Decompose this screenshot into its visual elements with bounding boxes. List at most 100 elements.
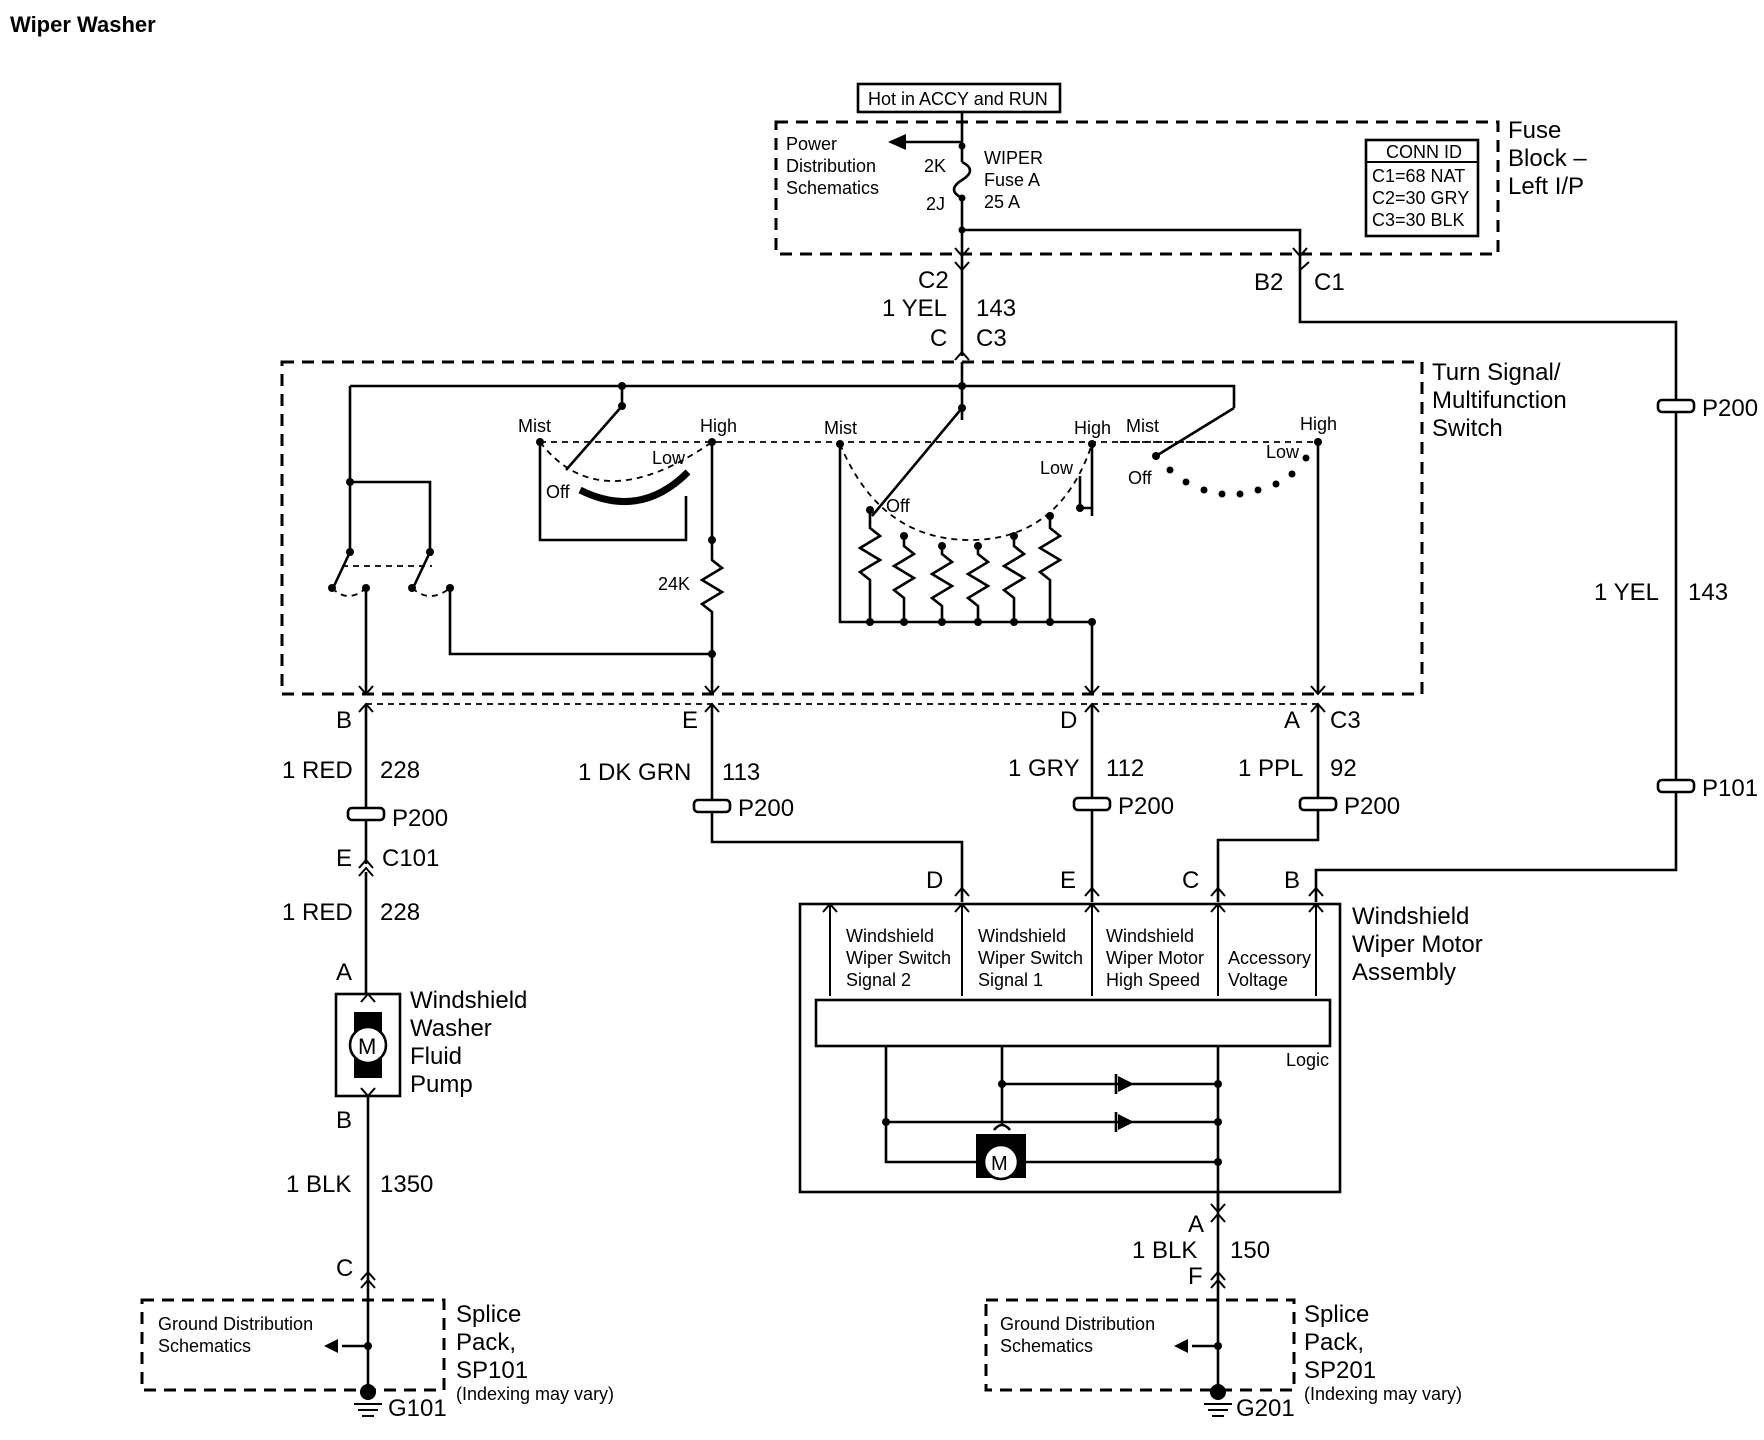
switch-name-3: Switch <box>1432 415 1503 442</box>
pump-ground-circuit: 1350 <box>380 1171 433 1198</box>
motor-c-label: C <box>1182 867 1199 894</box>
washer-b-circuit: 228 <box>380 899 420 926</box>
sp201-name-3: SP201 <box>1304 1357 1376 1384</box>
input-2-line-1: Windshield <box>978 926 1066 946</box>
washer-pump: M Windshield Washer Fluid Pump <box>334 987 527 1098</box>
right-feed-circuit: 143 <box>1688 579 1728 606</box>
sw-a-label: A <box>1284 707 1300 734</box>
input-3-line-1: Windshield <box>1106 926 1194 946</box>
g201-label: G201 <box>1236 1395 1295 1422</box>
sw1-high: High <box>700 416 737 436</box>
sp101-name-2: Pack, <box>456 1329 516 1356</box>
feed-circuit: 143 <box>976 295 1016 322</box>
gnd2-f-label: F <box>1188 1263 1203 1290</box>
input-3-line-2: Wiper Motor <box>1106 948 1204 968</box>
sw-e-label: E <box>682 707 698 734</box>
supply-label: Hot in ACCY and RUN <box>856 82 1062 114</box>
washer-a-circuit: 228 <box>380 757 420 784</box>
sw2-off: Off <box>886 496 911 516</box>
sw-c3-top-label: C3 <box>976 325 1007 352</box>
p101-passthrough <box>1656 778 1696 794</box>
pump-name-4: Pump <box>410 1071 473 1098</box>
p101-label: P101 <box>1702 775 1758 802</box>
sp101-name-1: Splice <box>456 1301 521 1328</box>
right-dotted-arc <box>1166 454 1310 498</box>
feed-wire: C2 1 YEL 143 C C3 <box>882 256 1016 361</box>
pump-ground-wire: B 1 BLK 1350 C <box>286 1096 433 1300</box>
motor-name-1: Windshield <box>1352 903 1469 930</box>
fb-c2-label: C2 <box>918 267 949 294</box>
washer-b-color: 1 RED <box>282 899 353 926</box>
sw1-off: Off <box>546 482 571 502</box>
dkgrn-circuit: 113 <box>722 759 760 786</box>
conn-id-row-3: C3=30 BLK <box>1372 210 1465 230</box>
sw-c-label: C <box>930 325 947 352</box>
fuse-block-name-1: Fuse <box>1508 117 1561 144</box>
gry-color: 1 GRY <box>1008 755 1080 782</box>
motor-a-label: A <box>1188 1211 1204 1238</box>
pump-name-3: Fluid <box>410 1043 462 1070</box>
sp101-name-3: SP101 <box>456 1357 528 1384</box>
motor-d-label: D <box>926 867 943 894</box>
pump-ground-color: 1 BLK <box>286 1171 351 1198</box>
fuse-block: Power Distribution Schematics 2K 2J WIPE… <box>774 112 1587 258</box>
gnd1-c-label: C <box>336 1255 353 1282</box>
ppl-circuit: 92 <box>1330 755 1357 782</box>
c101-label: C101 <box>382 845 439 872</box>
sw-b-label: B <box>336 707 352 734</box>
sw1-mist: Mist <box>518 416 551 436</box>
sw3-low: Low <box>1266 442 1300 462</box>
sw-c3-bottom-label: C3 <box>1330 707 1361 734</box>
p200-washer-label: P200 <box>392 805 448 832</box>
supply-text: Hot in ACCY and RUN <box>868 89 1048 109</box>
resistor-24k: 24K <box>658 574 690 594</box>
input-2-line-2: Wiper Switch <box>978 948 1083 968</box>
logic-module <box>814 998 1332 1048</box>
c101-e-label: E <box>336 845 352 872</box>
sw3-mist: Mist <box>1126 416 1159 436</box>
motor-ground-circuit: 150 <box>1230 1237 1270 1264</box>
motor-ground-color: 1 BLK <box>1132 1237 1197 1264</box>
conn-id-table: CONN ID C1=68 NAT C2=30 GRY C3=30 BLK <box>1364 138 1480 238</box>
input-1-line-1: Windshield <box>846 926 934 946</box>
ppl-color: 1 PPL <box>1238 755 1303 782</box>
motor-name-3: Assembly <box>1352 959 1456 986</box>
power-ref-line-1: Power <box>786 134 837 154</box>
motor-e-label: E <box>1060 867 1076 894</box>
motor-b-label: B <box>1284 867 1300 894</box>
conn-id-header: CONN ID <box>1386 142 1462 162</box>
p200-right-passthrough <box>1656 398 1696 414</box>
pump-name-1: Windshield <box>410 987 527 1014</box>
conn-id-row-1: C1=68 NAT <box>1372 166 1465 186</box>
switch-name-2: Multifunction <box>1432 387 1567 414</box>
input-1-line-2: Wiper Switch <box>846 948 951 968</box>
p200-ppl-label: P200 <box>1344 793 1400 820</box>
sp201-name-1: Splice <box>1304 1301 1369 1328</box>
motor-ground-wire: A 1 BLK 150 F <box>1132 1192 1270 1300</box>
sw2-mist: Mist <box>824 418 857 438</box>
sw3-off: Off <box>1128 468 1153 488</box>
fuse-label-line-3: 25 A <box>984 192 1020 212</box>
right-feed-wire: B2 C1 P200 1 YEL 143 P101 <box>1254 256 1758 902</box>
fuse-label-line-2: Fuse A <box>984 170 1040 190</box>
resistor-ladder <box>857 506 1063 626</box>
sp101-ref-1: Ground Distribution <box>158 1314 313 1334</box>
sw-d-label: D <box>1060 707 1077 734</box>
splice-pack-sp201: Ground Distribution Schematics Splice Pa… <box>984 1298 1462 1422</box>
fuse-block-name-2: Block – <box>1508 145 1587 172</box>
input-3-line-3: High Speed <box>1106 970 1200 990</box>
pump-a-label: A <box>336 959 352 986</box>
pump-b-label: B <box>336 1107 352 1134</box>
fuse-label-line-1: WIPER <box>984 148 1043 168</box>
dkgrn-color: 1 DK GRN <box>578 759 691 786</box>
sw2-high: High <box>1074 418 1111 438</box>
p200-ppl-passthrough <box>1298 796 1338 812</box>
sw2-low: Low <box>1040 458 1074 478</box>
right-feed-color: 1 YEL <box>1594 579 1659 606</box>
sp201-ref-2: Schematics <box>1000 1336 1093 1356</box>
sp101-ref-2: Schematics <box>158 1336 251 1356</box>
gry-circuit: 112 <box>1106 755 1144 782</box>
power-ref-line-3: Schematics <box>786 178 879 198</box>
signal-wires: 1 DK GRN 113 P200 1 GRY 112 P200 1 PPL 9… <box>578 704 1400 902</box>
